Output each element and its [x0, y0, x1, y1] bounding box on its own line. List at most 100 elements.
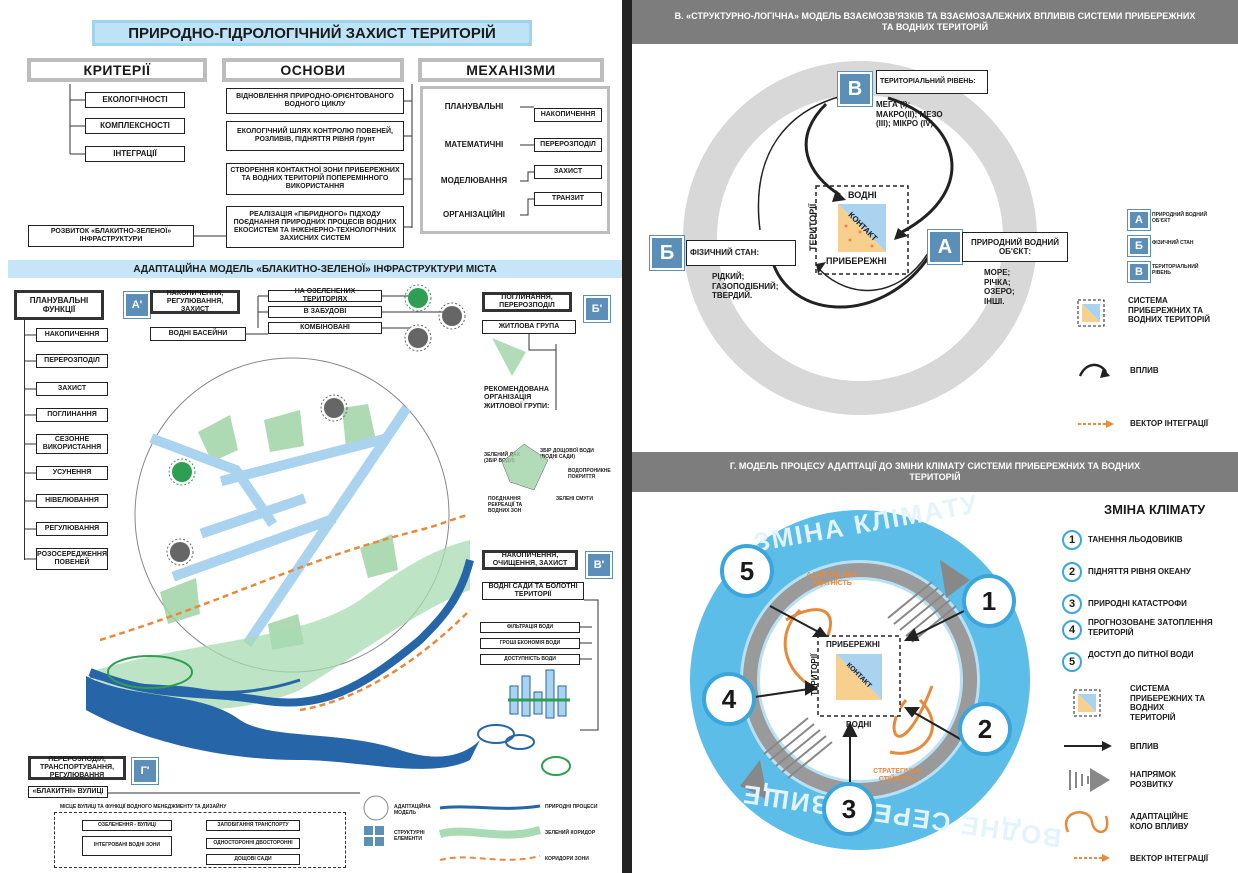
mechanism-3: МОДЕЛЮВАННЯ: [428, 170, 520, 192]
panel-g-center-top: ПРИБЕРЕЖНІ: [826, 640, 880, 649]
panel-v-tag-b-state: Б: [650, 236, 684, 270]
block-a-tag: А': [124, 292, 150, 318]
panel-g-factor-1: ТАНЕННЯ ЛЬОДОВИКІВ: [1088, 535, 1183, 544]
panel-g-center-diag: КОНТАКТ: [844, 661, 873, 690]
panel-g-factor-2: ПІДНЯТТЯ РІВНЯ ОКЕАНУ: [1088, 567, 1191, 576]
panel-g-factor-3: ПРИРОДНІ КАТАСТРОФИ: [1088, 599, 1187, 608]
block-a-item-2: В ЗАБУДОВІ: [268, 306, 382, 318]
panel-g-factor-n-1: 1: [1062, 530, 1082, 550]
panel-v-legend-a: ПРИРОДНИЙ ВОДНИЙ ОБ'ЄКТ: [1152, 212, 1208, 224]
mechanisms-frame: [420, 86, 610, 234]
block-g-tag: Г': [132, 758, 158, 784]
panel-v-object-title: ПРИРОДНИЙ ВОДНИЙ ОБ'ЄКТ:: [962, 232, 1068, 262]
planning-function-8: РЕГУЛЮВАННЯ: [36, 522, 108, 536]
criterion-1: ЕКОЛОГІЧНОСТІ: [85, 92, 185, 108]
panel-g-factor-5: ДОСТУП ДО ПИТНОЇ ВОДИ: [1088, 650, 1194, 659]
mechanism-action-2: ПЕРЕРОЗПОДІЛ: [534, 138, 602, 152]
panel-v-center-left: ТЕРИТОРІЇ: [808, 203, 819, 252]
block-b-label-1: ЗЕЛЕНИЙ ДАХ (ЗБІР ВОДИ): [484, 452, 521, 464]
block-a-sub: ВОДНІ БАСЕЙНИ: [150, 327, 246, 341]
factor-circle-3: 3: [822, 782, 876, 836]
block-a-item-3: КОМБІНОВАНІ: [268, 322, 382, 334]
panel-g-factor-n-2: 2: [1062, 562, 1082, 582]
block-b-sub: ЖИТЛОВА ГРУПА: [482, 320, 576, 334]
block-g-item-3: ІНТЕГРОВАНІ ВОДНІ ЗОНИ: [82, 836, 172, 856]
block-b-label-5: ЗЕЛЕНІ СМУГИ: [556, 496, 593, 502]
panel-g-legend-vector: ВЕКТОР ІНТЕГРАЦІЇ: [1130, 854, 1209, 863]
planning-function-4: ПОГЛИНАННЯ: [36, 408, 108, 422]
criterion-2: КОМПЛЕКСНОСТІ: [85, 118, 185, 134]
mechanism-action-3: ЗАХИСТ: [534, 165, 602, 179]
panel-v-level-title: ТЕРИТОРІАЛЬНИЙ РІВЕНЬ:: [876, 70, 988, 94]
planning-function-1: НАКОПИЧЕННЯ: [36, 328, 108, 342]
panel-v-legend-a-tag: А: [1128, 210, 1150, 230]
main-title: ПРИРОДНО-ГІДРОЛОГІЧНИЙ ЗАХИСТ ТЕРИТОРІЙ: [92, 20, 532, 46]
adaptive-model-title: АДАПТАЦІЙНА МОДЕЛЬ «БЛАКИТНО-ЗЕЛЕНОЇ» ІН…: [8, 260, 622, 278]
panel-g-legend-cycle: АДАПТАЦІЙНЕ КОЛО ВПЛИВУ: [1130, 812, 1189, 831]
mechanism-2: МАТЕМАТИЧНІ: [428, 134, 520, 156]
panel-g-legend-influence: ВПЛИВ: [1130, 742, 1159, 751]
panel-v-center-bottom: ПРИБЕРЕЖНІ: [826, 256, 887, 266]
mechanism-4: ОРГАНІЗАЦІЙНІ: [428, 204, 520, 226]
criterion-3: ІНТЕГРАЦІЇ: [85, 146, 185, 162]
planning-functions-title: ПЛАНУВАЛЬНІ ФУНКЦІЇ: [14, 290, 104, 320]
mechanism-1: ПЛАНУВАЛЬНІ: [428, 96, 520, 118]
criteria-header: КРИТЕРІЇ: [27, 58, 207, 82]
panel-v-state-title: ФІЗИЧНИЙ СТАН:: [686, 240, 796, 266]
mechanism-action-1: НАКОПИЧЕННЯ: [534, 108, 602, 122]
factor-circle-5: 5: [720, 544, 774, 598]
panel-g-factor-n-4: 4: [1062, 620, 1082, 640]
block-v-sub: ВОДНІ САДИ ТА БОЛОТНІ ТЕРИТОРІЇ: [482, 582, 584, 600]
panel-g-factor-n-5: 5: [1062, 652, 1082, 672]
factor-circle-2: 2: [958, 702, 1012, 756]
panel-g-ring-bottom: ВОДНЕ СЕРЕДОВИЩЕ: [739, 778, 1064, 854]
block-g-item-4: ОДНОСТОРОННІ ДВОСТОРОННІ: [206, 838, 300, 849]
factor-circle-1: 1: [962, 574, 1016, 628]
panel-v-level-items: МЕГА (І); МАКРО(II); МЕЗО (III); МІКРО (…: [876, 100, 943, 129]
block-b-note: РЕКОМЕНДОВАНА ОРГАНІЗАЦІЯ ЖИТЛОВОЇ ГРУПИ…: [484, 386, 550, 410]
block-b-title: ПОГЛИНАННЯ, ПЕРЕРОЗПОДІЛ: [482, 292, 572, 312]
block-b-label-4: ПОЄДНАННЯ РЕКРЕАЦІЇ ТА ВОДНИХ ЗОН: [488, 496, 523, 514]
legend-left-1: АДАПТАЦІЙНА МОДЕЛЬ: [394, 804, 431, 816]
planning-function-2: ПЕРЕРОЗПОДІЛ: [36, 354, 108, 368]
mechanism-action-4: ТРАНЗИТ: [534, 192, 602, 206]
block-g-item-5: ДОЩОВІ САДИ: [206, 854, 300, 865]
block-v-item-3: ДОСТУПНІСТЬ ВОДИ: [480, 654, 580, 665]
panel-v-legend-system: СИСТЕМА ПРИБЕРЕЖНИХ ТА ВОДНИХ ТЕРИТОРІЙ: [1128, 296, 1211, 325]
panel-g-factor-n-3: 3: [1062, 594, 1082, 614]
panel-g-legend-system: СИСТЕМА ПРИБЕРЕЖНИХ ТА ВОДНИХ ТЕРИТОРІЙ: [1130, 684, 1206, 722]
legend-left-3: ЗЕЛЕНИЙ КОРИДОР: [545, 830, 596, 836]
planning-function-5: СЕЗОННЕ ВИКОРИСТАННЯ: [36, 434, 108, 454]
legend-left-5: КОРИДОРИ ЗОНИ: [545, 856, 589, 862]
development-box: РОЗВИТОК «БЛАКИТНО-ЗЕЛЕНОЇ» ІНФРАСТРУКТУ…: [28, 225, 194, 247]
basic-3: СТВОРЕННЯ КОНТАКТНОЇ ЗОНИ ПРИБЕРЕЖНИХ ТА…: [226, 163, 404, 195]
legend-left-2: ПРИРОДНІ ПРОЦЕСИ: [545, 804, 598, 810]
panel-v-legend-b: ФІЗИЧНИЙ СТАН: [1152, 240, 1194, 246]
block-v-tag: В': [586, 552, 612, 578]
panel-g-strat: СТРАТЕГІЧНА СТІЙКІСТЬ: [873, 768, 921, 784]
basic-2: ЕКОЛОГІЧНИЙ ШЛЯХ КОНТРОЛЮ ПОВЕНЕЙ, РОЗЛИ…: [226, 121, 404, 151]
block-a-title: НАКОПИЧЕННЯ, РЕГУЛЮВАННЯ, ЗАХИСТ: [150, 290, 240, 314]
panel-v-legend-influence: ВПЛИВ: [1130, 366, 1159, 375]
factor-circle-4: 4: [702, 672, 756, 726]
legend-left-4: СТРУКТУРНІ ЕЛЕМЕНТИ: [394, 830, 425, 842]
panel-v-tag-b-level: В: [838, 72, 872, 106]
panel-g-ring-top: ЗМІНА КЛІМАТУ: [751, 488, 982, 558]
panel-v-center-diag: КОНТАКТ: [846, 210, 879, 243]
panel-g-adapt: АДАПТАЦІЙНА ЗДАТНІСТЬ: [806, 572, 858, 588]
block-b-tag: Б': [584, 296, 610, 322]
panel-v-legend-b-tag: Б: [1128, 236, 1150, 256]
block-v-item-2: ГРОШІ ЕКОНОМІЯ ВОДИ: [480, 638, 580, 649]
block-a-item-1: НА ОЗЕЛЕНЕНИХ ТЕРИТОРІЯХ: [268, 288, 382, 303]
planning-function-3: ЗАХИСТ: [36, 382, 108, 396]
panel-g-center-left: ТЕРИТОРІЇ: [810, 653, 820, 696]
planning-function-7: НІВЕЛЮВАННЯ: [36, 494, 108, 508]
block-b-label-3: ВОДОПРОНИКНЕ ПОКРИТТЯ: [568, 468, 611, 480]
block-g-frame: [54, 812, 346, 868]
panel-g-title: Г. МОДЕЛЬ ПРОЦЕСУ АДАПТАЦІЇ ДО ЗМІНИ КЛІ…: [632, 452, 1238, 492]
panel-v-state-items: РІДКИЙ; ГАЗОПОДІБНИЙ; ТВЕРДИЙ.: [712, 272, 779, 301]
basic-4: РЕАЛІЗАЦІЯ «ГІБРИДНОГО» ПІДХОДУ ПОЄДНАНН…: [226, 206, 404, 248]
